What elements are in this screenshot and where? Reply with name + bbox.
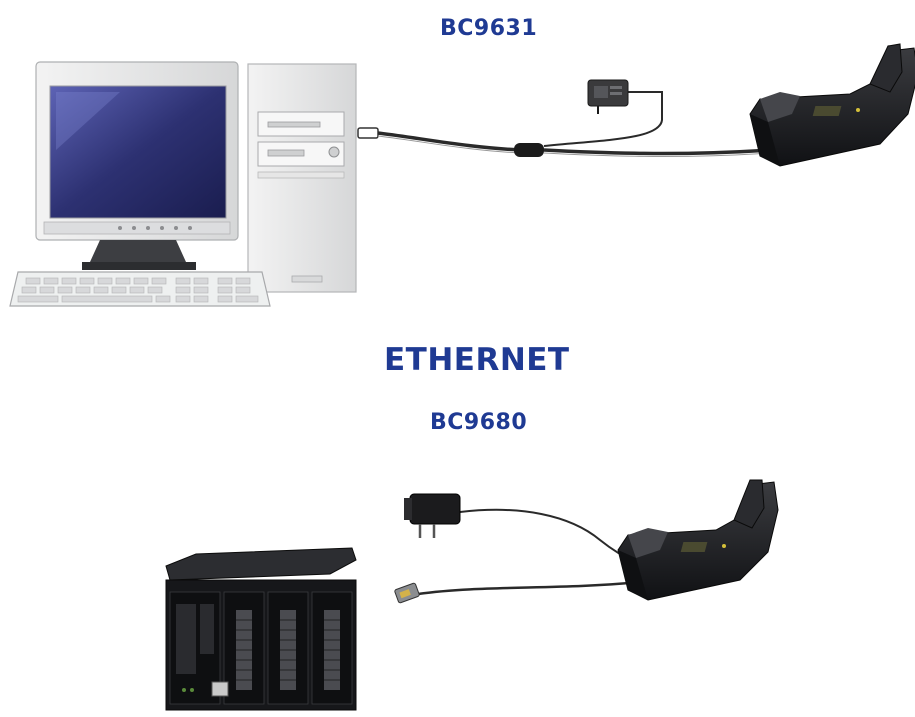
pc-monitor <box>35 61 239 270</box>
ethernet-port-icon <box>211 681 229 697</box>
power-adapter-icon <box>587 79 629 114</box>
plc-controller <box>165 547 357 711</box>
ethernet-heading: ETHERNET <box>384 342 570 378</box>
top-cabling <box>357 79 771 157</box>
rj45-connector-icon <box>394 582 420 604</box>
model-label-bc9680: BC9680 <box>430 410 528 435</box>
power-adapter-icon <box>404 493 461 538</box>
cable-splitter <box>514 143 544 157</box>
model-label-bc9631: BC9631 <box>440 16 538 41</box>
pc-tower <box>247 63 357 293</box>
cradle-bc9631 <box>749 43 915 167</box>
usb-connector-icon <box>357 127 379 139</box>
pc-keyboard <box>9 271 271 307</box>
desktop-computer <box>9 61 357 307</box>
cradle-bc9680 <box>617 479 779 601</box>
